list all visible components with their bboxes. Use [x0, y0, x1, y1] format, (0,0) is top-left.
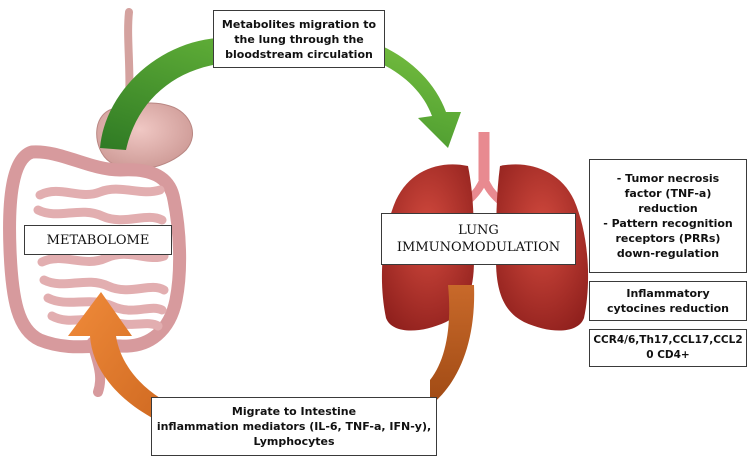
lung-immunomodulation-box: LUNG IMMUNOMODULATION — [381, 213, 576, 265]
brown-arrow — [430, 285, 475, 406]
box-line: Inflammatory — [626, 287, 710, 300]
box-line: - Pattern recognition — [603, 217, 733, 230]
metabolome-box: METABOLOME — [24, 225, 172, 255]
tnf-prr-effects-box: - Tumor necrosis factor (TNF-a) reductio… — [589, 159, 747, 273]
box-line: down-regulation — [616, 247, 720, 260]
box-line: factor (TNF-a) — [624, 187, 712, 200]
box-line: reduction — [638, 202, 698, 215]
box-line: - Tumor necrosis — [616, 172, 720, 185]
metabolome-label: METABOLOME — [46, 232, 150, 248]
box-line: the lung through the — [234, 32, 364, 46]
box-line: 0 CD4+ — [646, 349, 690, 361]
orange-arrow — [68, 292, 160, 422]
large-intestine — [3, 145, 187, 354]
box-line: receptors (PRRs) — [615, 232, 721, 245]
box-line: Lymphocytes — [253, 435, 335, 448]
box-line: Metabolites migration to — [221, 17, 377, 31]
migrate-to-intestine-box: Migrate to Intestine inflammation mediat… — [151, 397, 437, 456]
ccr-markers-box: CCR4/6,Th17,CCL17,CCL2 0 CD4+ — [589, 329, 747, 367]
box-line: cytocines reduction — [607, 302, 729, 315]
box-line: IMMUNOMODULATION — [396, 240, 561, 255]
box-line: LUNG — [458, 223, 499, 238]
inflammatory-cytokines-box: Inflammatory cytocines reduction — [589, 281, 747, 321]
box-line: Migrate to Intestine — [231, 405, 357, 418]
box-line: bloodstream circulation — [225, 47, 373, 61]
box-line: inflammation mediators (IL-6, TNF-a, IFN… — [156, 420, 432, 433]
green-arrow — [100, 38, 461, 150]
metabolites-migration-box: Metabolites migration to the lung throug… — [213, 10, 385, 68]
box-line: CCR4/6,Th17,CCL17,CCL2 — [593, 334, 743, 346]
